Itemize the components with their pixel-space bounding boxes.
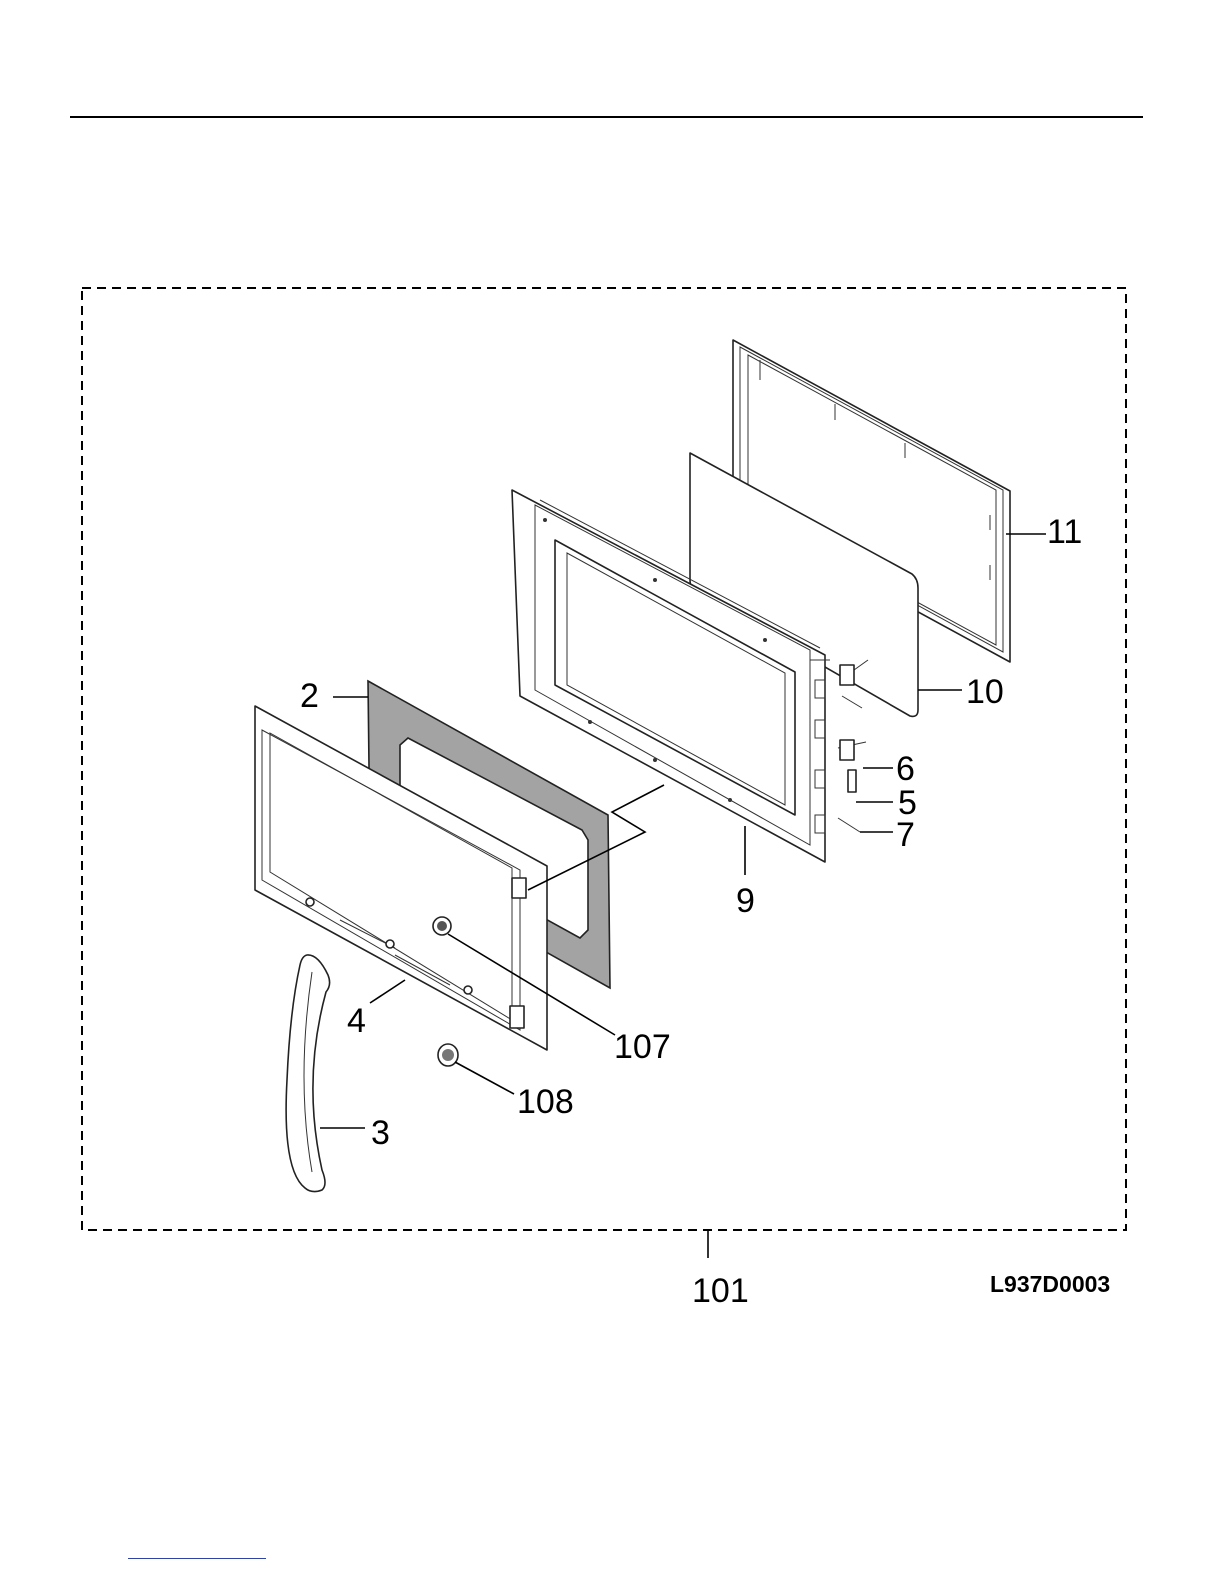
callout-108: 108 <box>517 1083 574 1121</box>
assembly-boundary <box>82 288 1126 1230</box>
callout-6: 6 <box>896 750 915 788</box>
part-5-latch-spring <box>848 770 856 792</box>
drawing-code: L937D0003 <box>990 1271 1110 1297</box>
callout-2: 2 <box>300 677 319 715</box>
part-7-screw <box>838 696 862 832</box>
callout-9: 9 <box>736 882 755 920</box>
callout-11: 11 <box>1047 513 1082 551</box>
part-107-cam <box>433 917 451 935</box>
callout-4: 4 <box>347 1002 366 1040</box>
callout-107: 107 <box>614 1028 671 1066</box>
callout-7: 7 <box>896 816 915 854</box>
callout-101-assembly: 101 <box>692 1272 749 1310</box>
footer-link-rule <box>128 1558 266 1559</box>
part-3-handle <box>286 955 329 1192</box>
callout-3: 3 <box>371 1114 390 1152</box>
callout-10: 10 <box>966 673 1004 711</box>
